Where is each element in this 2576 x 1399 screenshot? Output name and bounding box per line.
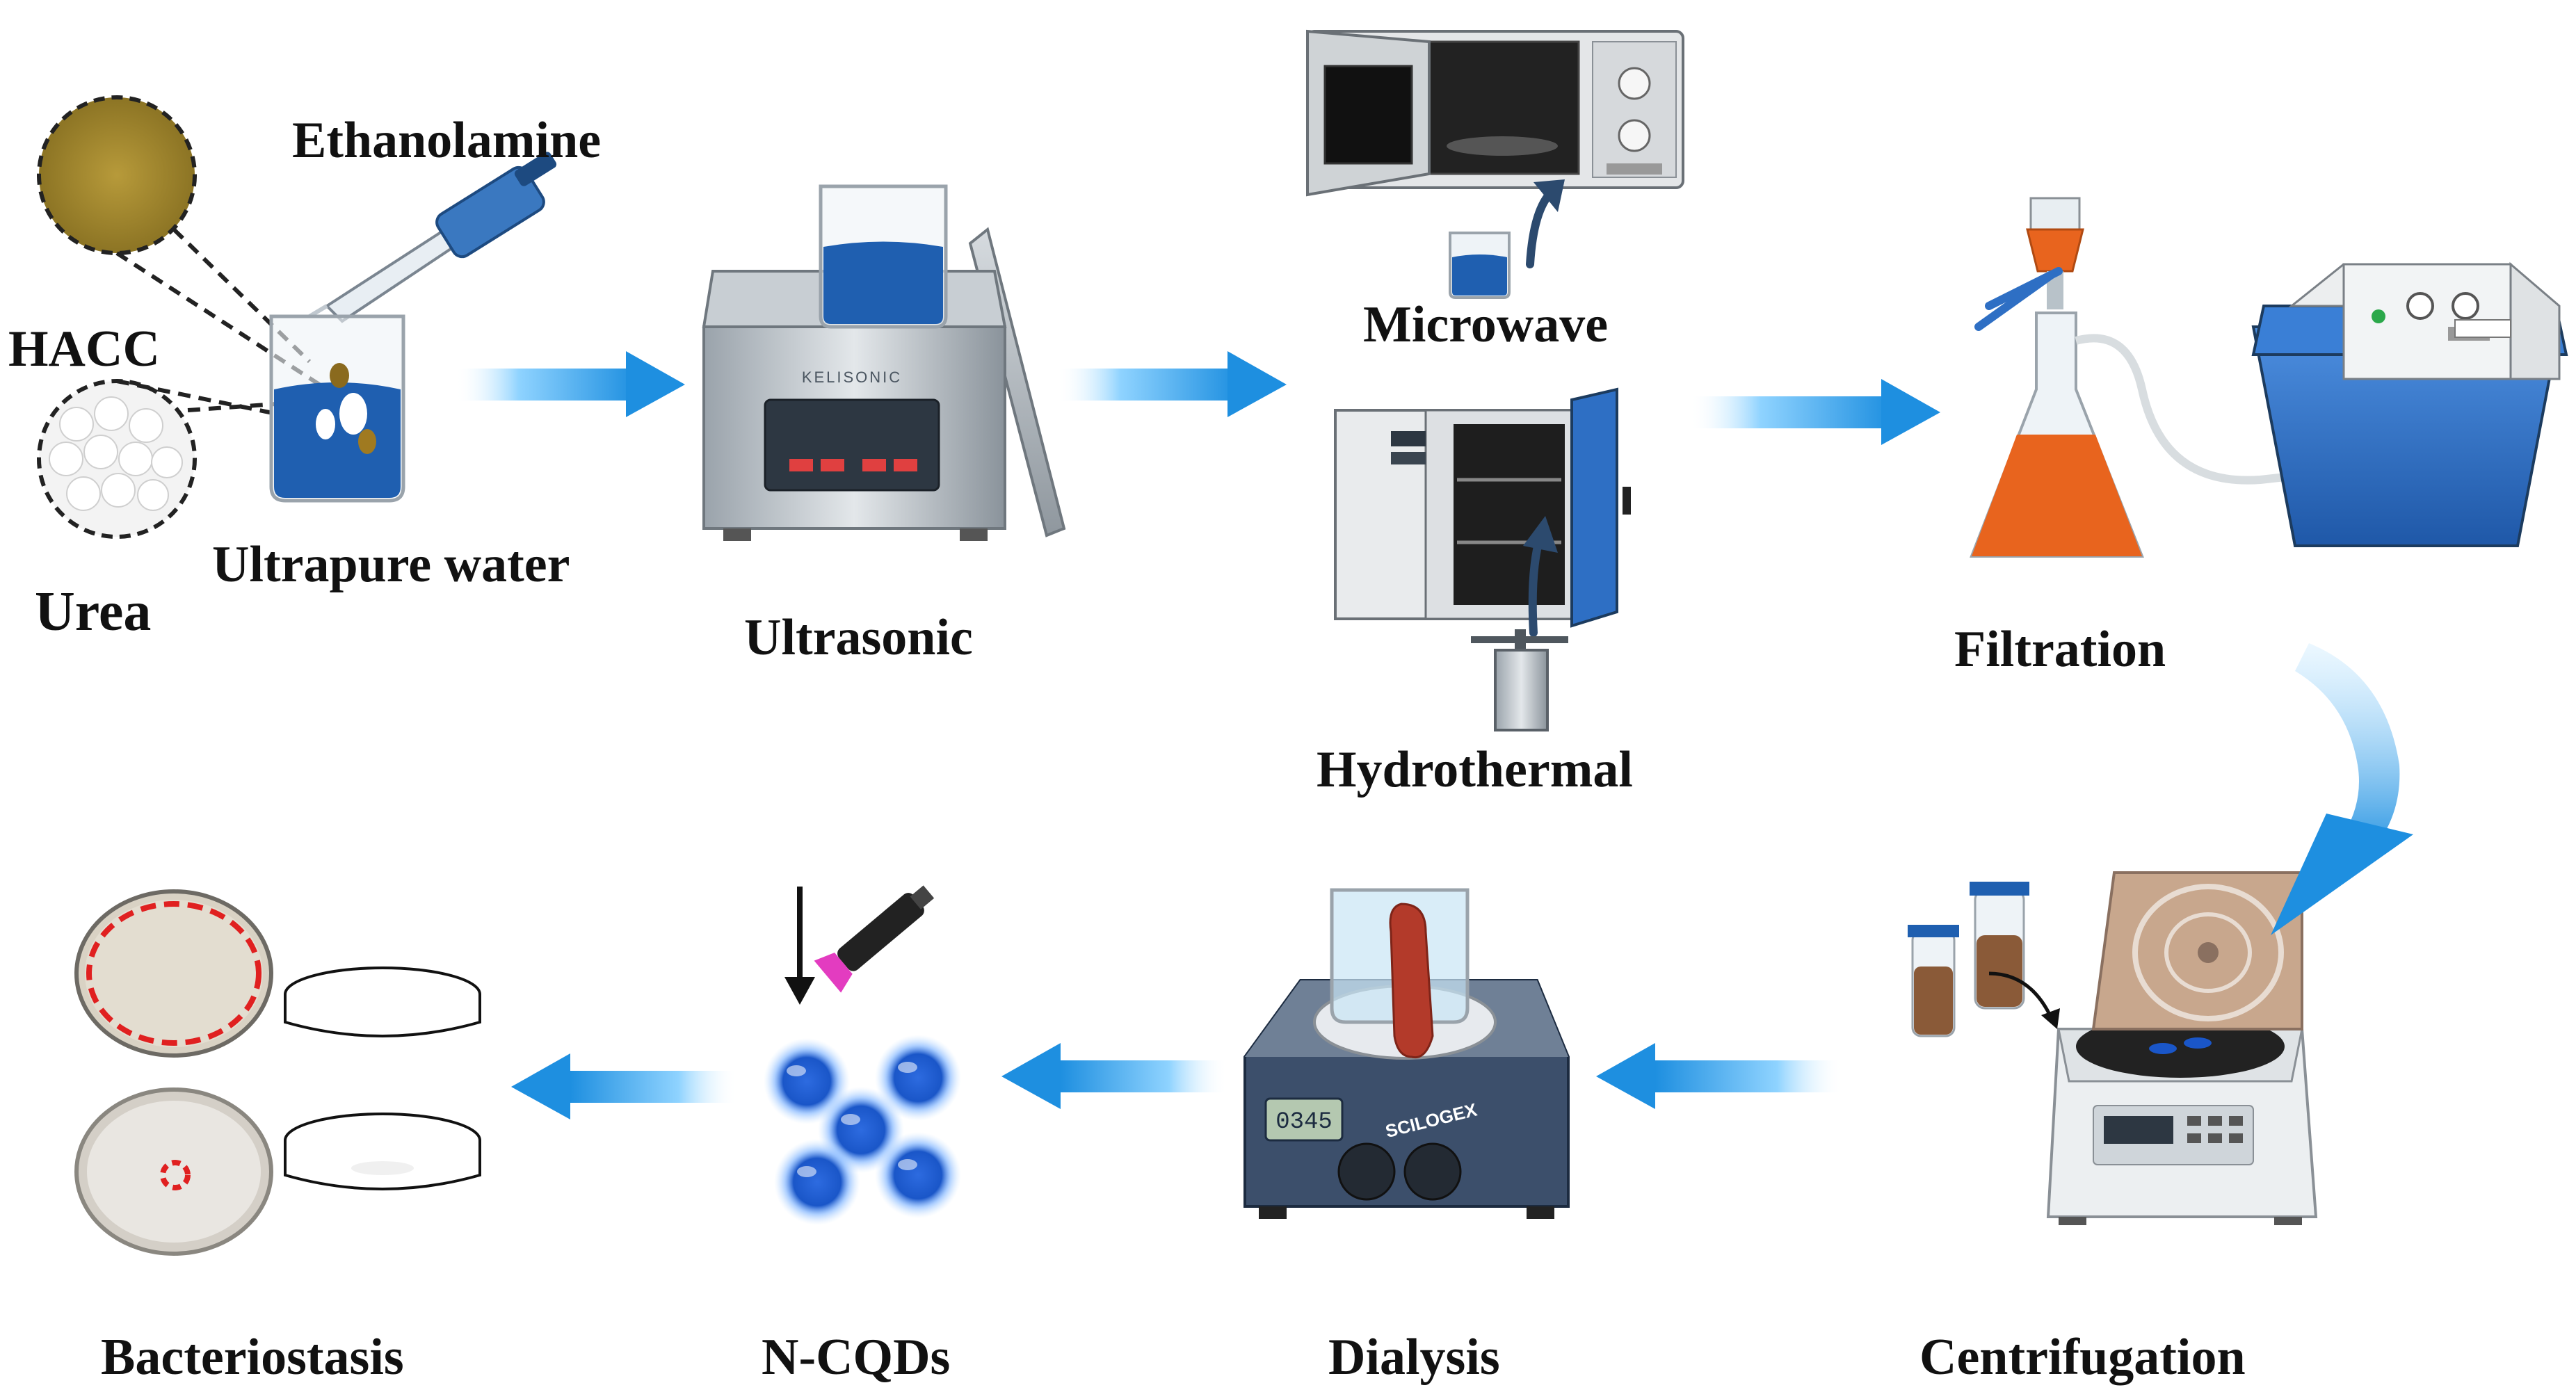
- quantum-dot-icon: [875, 1132, 961, 1218]
- microwave-oven-icon: [1306, 29, 1684, 197]
- flow-arrow-right: [456, 351, 685, 417]
- label-hacc: HACC: [8, 321, 160, 378]
- centrifuge-load-arrow-icon: [1988, 971, 2054, 1020]
- label-ultrasonic: Ultrasonic: [744, 609, 973, 666]
- vacuum-filtration-icon: [1970, 197, 2324, 558]
- label-ethanolamine: Ethanolamine: [292, 112, 602, 169]
- small-beaker-icon: [1449, 232, 1511, 299]
- precursor-group: [37, 95, 557, 539]
- beaker-icon: [269, 314, 405, 503]
- petri-dish-icon: [284, 1113, 481, 1190]
- dialysis-beaker-icon: [1330, 888, 1470, 1059]
- flow-arrow-right: [1057, 351, 1287, 417]
- label-ncqds: N-CQDs: [762, 1329, 951, 1386]
- quantum-dot-icon: [875, 1035, 961, 1121]
- uv-lamp-icon: [814, 885, 935, 993]
- dialysis-bag-icon: [1389, 903, 1434, 1059]
- flow-arrow-left: [1596, 1043, 1843, 1109]
- label-hydrothermal: Hydrothermal: [1317, 741, 1633, 798]
- beaker-in-bath-icon: [819, 184, 948, 329]
- autoclave-reactor-icon: [1471, 629, 1568, 731]
- flow-arrow-curved-down: [2271, 643, 2413, 935]
- centrifuge-icon: [2046, 871, 2318, 1225]
- petri-dish-control-icon: [74, 889, 273, 1058]
- flow-arrow-left: [1001, 1043, 1227, 1109]
- label-urea: Urea: [35, 581, 152, 642]
- label-filtration: Filtration: [1954, 621, 2166, 678]
- ultrasonic-bath-icon: KELISONIC: [702, 184, 1066, 541]
- drying-oven-icon: [1334, 387, 1631, 628]
- label-microwave: Microwave: [1363, 296, 1609, 353]
- petri-dish-treated-icon: [74, 1087, 273, 1256]
- quantum-dot-icon: [774, 1139, 860, 1225]
- label-bacteriostasis: Bacteriostasis: [101, 1329, 404, 1386]
- stirrer-display: 0345: [1275, 1109, 1333, 1135]
- hacc-powder-icon: [37, 95, 197, 255]
- vacuum-pump-icon: [2251, 261, 2568, 547]
- flow-arrow-left: [511, 1053, 737, 1119]
- flow-arrow-right: [1690, 379, 1940, 445]
- label-centrifugation: Centrifugation: [1919, 1329, 2246, 1386]
- quantum-dot-cluster: [764, 1035, 961, 1225]
- label-dialysis: Dialysis: [1328, 1329, 1500, 1386]
- microwave-arrow-icon: [1526, 187, 1556, 268]
- label-ultrapure-water: Ultrapure water: [212, 536, 570, 593]
- pipette-icon: [308, 152, 557, 323]
- sonicator-brand: KELISONIC: [802, 369, 902, 386]
- down-arrow-icon: [784, 887, 815, 1005]
- centrifuge-tube-icon: [1908, 882, 2029, 1037]
- petri-dish-icon: [284, 967, 481, 1037]
